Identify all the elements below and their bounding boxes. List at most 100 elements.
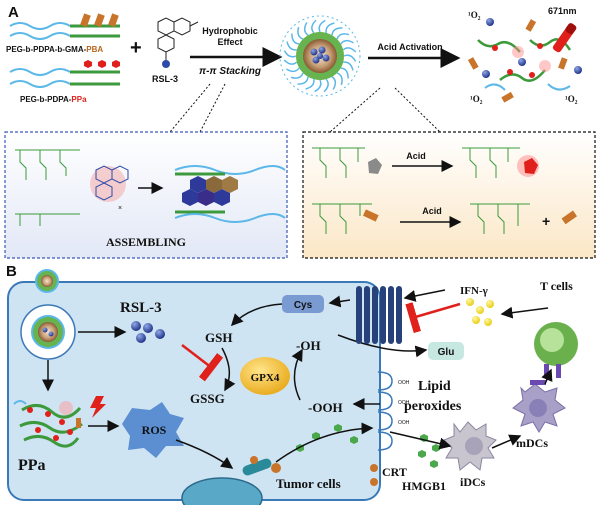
- pba-block-reactant: [362, 209, 379, 222]
- arrow-tcell-ifn: [500, 306, 549, 319]
- arrow2-text: Acid Activation: [377, 42, 442, 52]
- acid-reactant-1: [312, 147, 365, 178]
- lipid-label: Lipid: [418, 379, 451, 394]
- ppa-fragments: [13, 400, 83, 448]
- ooh-label: -OOH: [308, 400, 343, 415]
- hmgb1-cell-particles: [296, 424, 358, 452]
- singlet-oxygen-2: ¹O₂: [470, 94, 483, 104]
- nanoparticle-endocytosis: [20, 269, 76, 360]
- peg-strand: [286, 67, 300, 73]
- mdcs-label: mDCs: [516, 436, 548, 450]
- arrow-cell-idc: [389, 431, 452, 450]
- connector-left-a: [169, 83, 211, 133]
- crt-particles: [370, 464, 378, 486]
- peg-strand: [325, 22, 335, 33]
- peg-strand: [297, 26, 304, 40]
- arrow-ooh-oh: [291, 348, 303, 401]
- membrane-lipids: [377, 371, 393, 451]
- ppa-cell-label: PPa: [18, 457, 46, 474]
- svg-text:OOH: OOH: [398, 380, 410, 386]
- arrow-mdc-tcell: [541, 368, 553, 385]
- acid-box: [302, 131, 596, 259]
- tumor-cells-label: Tumor cells: [276, 476, 341, 491]
- polymer-pba-label: PEG-b-PDPA-b-GMA-PBA: [6, 45, 103, 54]
- peg-strand: [311, 19, 317, 34]
- arrow1-top-text: Hydrophobic: [202, 26, 258, 36]
- arrow-idc-mdc: [491, 434, 522, 449]
- assembling-polymer-chain: [15, 149, 80, 226]
- peroxides-label: peroxides: [404, 399, 462, 414]
- gssg-label: GSSG: [190, 391, 225, 406]
- acid-product-1: [462, 147, 520, 178]
- peg-strand: [343, 61, 354, 71]
- hmgb1-label: HMGB1: [402, 479, 446, 493]
- peg-strand: [303, 22, 309, 36]
- system-xc-transporter: [356, 286, 402, 344]
- nucleus: [181, 477, 263, 505]
- arrow-ifn-transporter: [403, 289, 446, 302]
- polymer-ppa-label: PEG-b-PDPA-PPa: [20, 95, 87, 104]
- arrow1-bottom-text: π-π Stacking: [199, 66, 261, 77]
- peg-strand: [318, 19, 326, 33]
- glu-box: [428, 342, 464, 360]
- t-cell: [534, 322, 578, 378]
- plus-sign-2: +: [542, 213, 550, 229]
- arrow-ros-mito: [175, 439, 234, 469]
- panel-b-label: B: [6, 263, 17, 280]
- ifn-label: IFN-γ: [460, 285, 488, 297]
- idcs-label: iDCs: [460, 475, 486, 489]
- arrow1-mid-text: Effect: [217, 37, 242, 47]
- immature-dendritic-cell: [443, 421, 497, 471]
- arrow-cys-gsh: [230, 303, 283, 327]
- svg-text:×: ×: [118, 205, 122, 212]
- activated-fragments: [467, 18, 582, 103]
- tcells-label: T cells: [540, 279, 573, 293]
- peg-strand: [286, 41, 297, 51]
- peg-strand: [340, 39, 354, 45]
- arrow-cell-glu: [337, 334, 428, 358]
- gsh-label: GSH: [205, 330, 232, 345]
- assembled-stack: [174, 165, 286, 223]
- peg-strand: [291, 33, 300, 45]
- connector-left-b: [199, 83, 226, 133]
- assembling-label: ASSEMBLING: [106, 235, 186, 249]
- assembling-box: [4, 131, 288, 259]
- gpx4-enzyme: [240, 357, 290, 395]
- rsl3-cell-label: RSL-3: [120, 300, 162, 316]
- laser-bolt-icon: [90, 396, 106, 418]
- peg-strand: [343, 54, 357, 62]
- crt-label: CRT: [382, 465, 407, 479]
- arrow-transporter-cys: [328, 295, 351, 308]
- mature-dendritic-cell: [512, 380, 566, 433]
- ifn-particles: [466, 298, 494, 326]
- assembling-rsl3: ×: [90, 165, 129, 212]
- laser-icon: [552, 23, 577, 53]
- ros-burst: [122, 402, 184, 458]
- arrow-mito-membrane: [275, 422, 374, 463]
- plus-sign: +: [130, 37, 142, 59]
- rsl3-label: RSL-3: [152, 74, 178, 84]
- ppa-pentagon-gray: [368, 158, 382, 174]
- ros-label: ROS: [142, 423, 167, 437]
- connector-right-a: [329, 87, 381, 133]
- peg-strand: [297, 76, 309, 85]
- peg-strand: [336, 33, 350, 40]
- cys-box: [282, 295, 324, 313]
- arrow-gsh-gssg: [221, 347, 236, 392]
- acid-reactant-2: [312, 203, 372, 234]
- peg-strand: [336, 72, 343, 86]
- pba-block-product: [561, 210, 578, 225]
- peg-strand: [283, 50, 297, 58]
- svg-text:OOH: OOH: [398, 400, 410, 406]
- peg-strand: [340, 67, 349, 79]
- singlet-oxygen-1: ¹O₂: [468, 10, 481, 20]
- glu-label: Glu: [438, 347, 455, 358]
- rsl3-particles: [131, 321, 165, 343]
- peg-strand: [331, 27, 343, 36]
- polymer-ppa-chain: [9, 60, 120, 88]
- oh-label: -OH: [296, 338, 321, 353]
- ifn-inhibit: [405, 302, 461, 334]
- rsl3-molecule: [157, 17, 199, 68]
- ppa-pentagon-red: [524, 158, 538, 174]
- acid1-label: Acid: [406, 151, 426, 161]
